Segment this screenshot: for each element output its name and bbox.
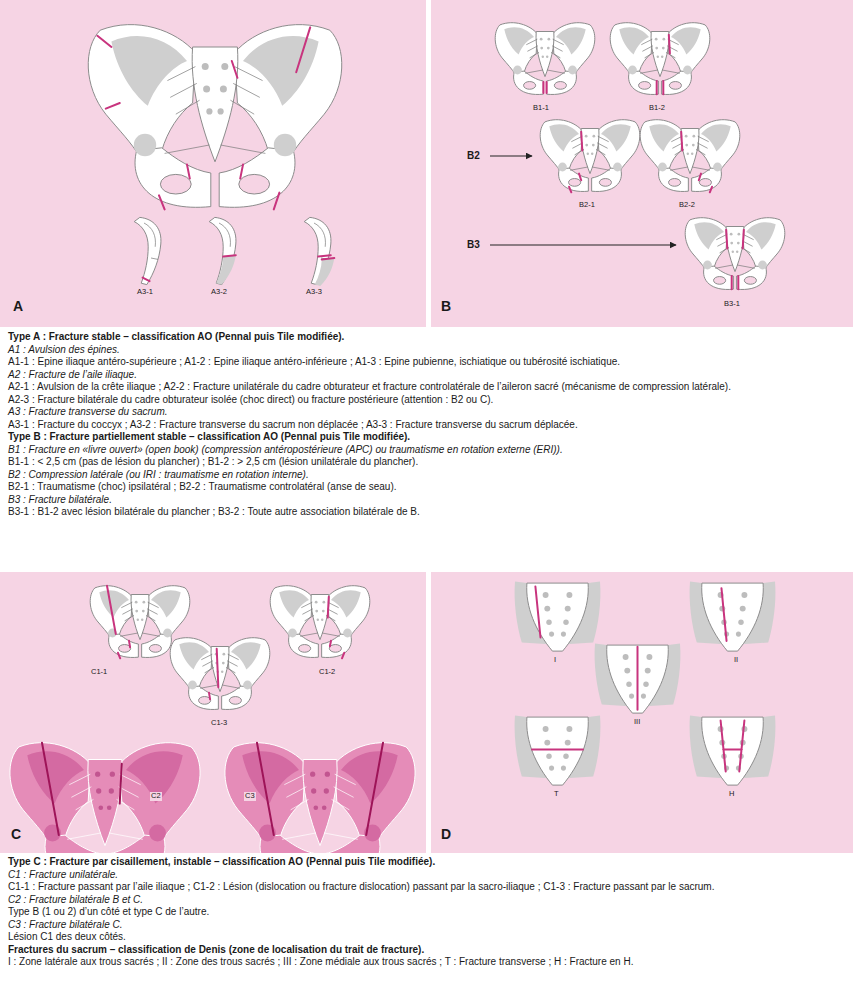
panel-letter: D [440,826,452,842]
figure-panel: IIIIIITHD [431,572,853,853]
panel-ground [431,572,853,853]
figure-label: B3-1 [723,300,741,309]
caption-line: A3-1 : Fracture du coccyx ; A3-2 : Fract… [8,419,845,432]
caption-subheading: C1 : Fracture unilatérale. [8,869,845,882]
caption-subheading: B1 : Fracture en «livre ouvert» (open bo… [8,444,845,457]
figure-label: H [728,790,735,799]
caption-line: B1-1 : < 2,5 cm (pas de lésion du planch… [8,456,845,469]
caption-line: A2-3 : Fracture bilatérale du cadre obtu… [8,394,845,407]
figure-label: C3 [244,792,256,801]
figure-label: B1-1 [532,104,550,113]
pelvis-figure-group [10,743,415,853]
caption-subheading: A3 : Fracture transverse du sacrum. [8,406,845,419]
caption-line: C1-1 : Fracture passant par l’aile iliaq… [8,881,845,894]
pointer-arrow [490,245,676,246]
caption-line: B2-1 : Traumatisme (choc) ipsilatéral ; … [8,481,845,494]
panel-ground [0,0,426,327]
figure-label: A3-1 [136,288,154,297]
caption-line: I : Zone latérale aux trous sacrés ; II … [8,956,845,969]
pelvis-figure [640,120,740,193]
caption-heading: Type A : Fracture stable – classificatio… [8,331,845,344]
pelvis-figure [685,218,785,290]
figure-panel: B1-1 B1-2B2B2-1 B2-2B3B3-1 B [431,0,853,327]
sacrum-figure [515,715,601,785]
caption-line: Lésion C1 des deux côtés. [8,931,845,944]
panel-letter: B [440,298,452,314]
figure-label: B2-2 [678,201,696,210]
figure-label: T [553,790,560,799]
figure-label: A3-2 [210,288,228,297]
caption-heading: Type C : Fracture par cisaillement, inst… [8,856,845,869]
pelvis-figure [495,23,595,95]
caption-line: A2-1 : Avulsion de la crête iliaque ; A2… [8,381,845,394]
caption-heading: Type B : Fracture partiellement stable –… [8,431,845,444]
sacrum-figure [304,217,334,286]
sacrum-figure [595,643,681,713]
group-label: B2 [466,150,481,162]
pelvis-figure [170,638,270,710]
pelvis-figure [225,743,415,853]
sacrum-figure [690,581,776,651]
caption-subheading: A1 : Avulsion des épines. [8,344,845,357]
figure-label: III [633,718,641,727]
pointer-arrow [490,156,532,157]
caption-heading: Fractures du sacrum – classification de … [8,944,845,957]
group-label: B3 [466,239,481,251]
pelvis-figure [270,586,370,659]
figure-panel: C1-1 C1-2C1-3C2 C3C [0,572,426,853]
pelvis-figure [540,120,640,193]
figure-panel: A3-1 A3-2 A3-3A [0,0,426,327]
figure-label: I [553,656,557,665]
sacrum-figure [134,217,161,284]
sacrum-figure [690,715,776,785]
figure-label: C2 [150,792,162,801]
figure-label: B2-1 [578,201,596,210]
caption-subheading: B3 : Fracture bilatérale. [8,494,845,507]
pelvis-figure [88,25,342,210]
figure-label: C1-3 [210,719,228,728]
figure-label: C1-2 [318,668,336,677]
figure-label: II [733,656,739,665]
sacrum-figure [209,217,236,284]
pelvis-figure [610,23,710,95]
panel-letter: C [10,826,22,842]
figure-label: B1-2 [648,104,666,113]
panel-ground [431,0,853,327]
caption-subheading: A2 : Fracture de l’aile iliaque. [8,369,845,382]
caption-line: B3-1 : B1-2 avec lésion bilatérale du pl… [8,506,845,519]
caption-line: A1-1 : Epine iliaque antéro-supérieure ;… [8,356,845,369]
figure-label: C1-1 [90,668,108,677]
caption-subheading: C2 : Fracture bilatérale B et C. [8,894,845,907]
panel-letter: A [12,298,24,314]
caption-line: Type B (1 ou 2) d’un côté et type C de l… [8,906,845,919]
caption-subheading: C3 : Fracture bilatérale C. [8,919,845,932]
figure-label: A3-3 [305,288,323,297]
pelvis-figure [10,743,200,853]
caption-subheading: B2 : Compression latérale (ou IRI : trau… [8,469,845,482]
sacrum-figure [515,581,601,651]
